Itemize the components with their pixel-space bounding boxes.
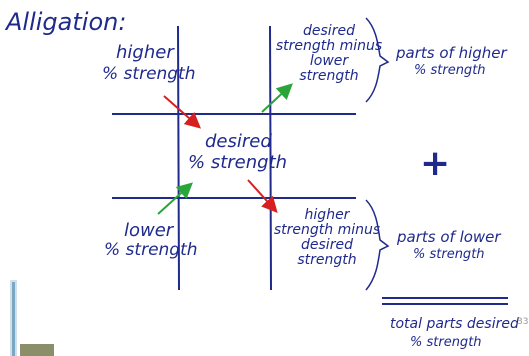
bottom-right-line: strength minus xyxy=(273,222,381,238)
arrow-higher-to-center xyxy=(163,95,201,129)
higher-strength-label-line2: % strength xyxy=(102,64,196,84)
top-right-line: strength minus xyxy=(275,38,383,54)
bottom-right-line: desired xyxy=(301,237,353,253)
decorative-strip-inner xyxy=(12,282,15,356)
bottom-right-line: strength xyxy=(297,252,357,268)
total-parts-label-line1: total parts desired xyxy=(390,316,519,332)
parts-lower-label-line2: % strength xyxy=(413,247,485,262)
top-right-line: lower xyxy=(309,53,349,69)
bottom-right-line: higher xyxy=(304,207,350,223)
lower-strength-label-line1: lower xyxy=(124,220,174,241)
top-right-line: desired xyxy=(303,23,355,39)
desired-strength-label-line1: desired xyxy=(205,131,272,152)
page-number: 33 xyxy=(517,317,529,327)
desired-strength-label-line2: % strength xyxy=(188,152,288,173)
arrow-center-to-top-right xyxy=(261,83,293,113)
brace-bottom xyxy=(365,199,390,291)
arrow-lower-to-center xyxy=(157,182,193,215)
higher-strength-label-line1: higher xyxy=(116,42,174,63)
total-parts-label-line2: % strength xyxy=(410,335,482,350)
bottom-right-difference: higher strength minus desired strength xyxy=(272,208,382,268)
top-right-difference: desired strength minus lower strength xyxy=(274,24,384,84)
parts-higher-label-line2: % strength xyxy=(414,63,486,78)
lower-strength-label-line2: % strength xyxy=(104,240,198,260)
grid-line-vertical-left xyxy=(177,25,180,291)
grid-line-vertical-right xyxy=(269,25,272,291)
slide-title: Alligation: xyxy=(6,8,127,36)
parts-higher-label-line1: parts of higher xyxy=(396,44,507,62)
decorative-thumbnail xyxy=(20,344,54,356)
arrow-center-to-bottom-right xyxy=(247,179,278,213)
top-right-line: strength xyxy=(299,68,359,84)
parts-lower-label-line1: parts of lower xyxy=(397,228,501,246)
plus-sign: + xyxy=(420,143,451,184)
brace-top xyxy=(365,17,390,103)
